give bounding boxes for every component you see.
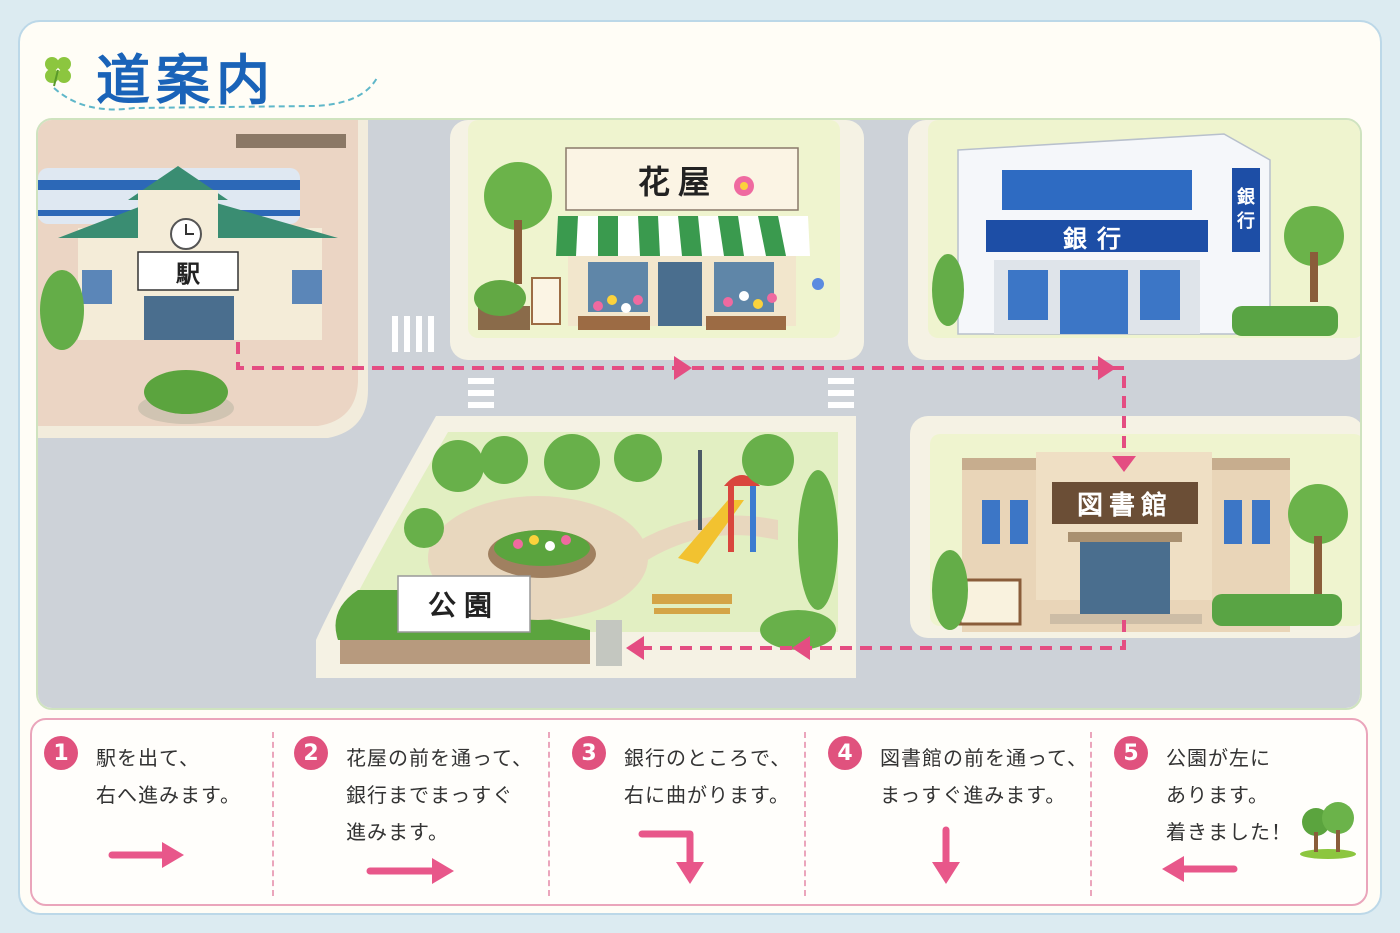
- step-divider: [804, 732, 806, 896]
- step-divider: [1090, 732, 1092, 896]
- bank-vertical-sign: 銀 行: [1237, 187, 1255, 232]
- right-arrow-icon: [108, 842, 184, 868]
- tree-icon: [1300, 802, 1356, 859]
- step-4: 4 図書館の前を通って、 まっすぐ進みます。: [816, 720, 1090, 904]
- park-sign: 公園: [427, 589, 500, 622]
- step-text: 花屋の前を通って、 銀行までまっすぐ 進みます。: [346, 746, 533, 844]
- step-divider: [272, 732, 274, 896]
- step-divider: [548, 732, 550, 896]
- step-2: 2 花屋の前を通って、 銀行までまっすぐ 進みます。: [282, 720, 548, 904]
- flower-shop-sign: 花屋: [637, 163, 718, 201]
- step-3: 3 銀行のところで、 右に曲がります。: [560, 720, 804, 904]
- clover-icon: [45, 57, 71, 87]
- turn-down-arrow-icon: [638, 830, 704, 884]
- directions-panel: 1 駅を出て、 右へ進みます。 2 花屋の前を通って、 銀行までまっすぐ 進みま…: [30, 718, 1368, 906]
- step-number: 2: [294, 736, 328, 770]
- step-number: 3: [572, 736, 606, 770]
- down-arrow-icon: [932, 826, 960, 884]
- title-underline: [53, 75, 379, 111]
- route-map: 駅 花屋 銀行 銀 行 図書館 公園: [36, 118, 1362, 710]
- step-1: 1 駅を出て、 右へ進みます。: [32, 720, 274, 904]
- step-text: 駅を出て、 右へ進みます。: [96, 746, 241, 807]
- step-5: 5 公園が左に あります。 着きました！: [1102, 720, 1368, 904]
- step-text: 公園が左に あります。 着きました！: [1166, 746, 1292, 844]
- step-text: 銀行のところで、 右に曲がります。: [624, 746, 792, 807]
- library-sign: 図書館: [1076, 490, 1173, 521]
- step-text: 図書館の前を通って、 まっすぐ進みます。: [880, 746, 1088, 807]
- left-arrow-icon: [1162, 856, 1238, 882]
- station-sign: 駅: [176, 259, 200, 288]
- step-number: 1: [44, 736, 78, 770]
- step-number: 5: [1114, 736, 1148, 770]
- right-arrow-icon: [366, 858, 454, 884]
- page-title: 道案内: [96, 49, 276, 112]
- bank-sign: 銀行: [1063, 224, 1131, 253]
- step-number: 4: [828, 736, 862, 770]
